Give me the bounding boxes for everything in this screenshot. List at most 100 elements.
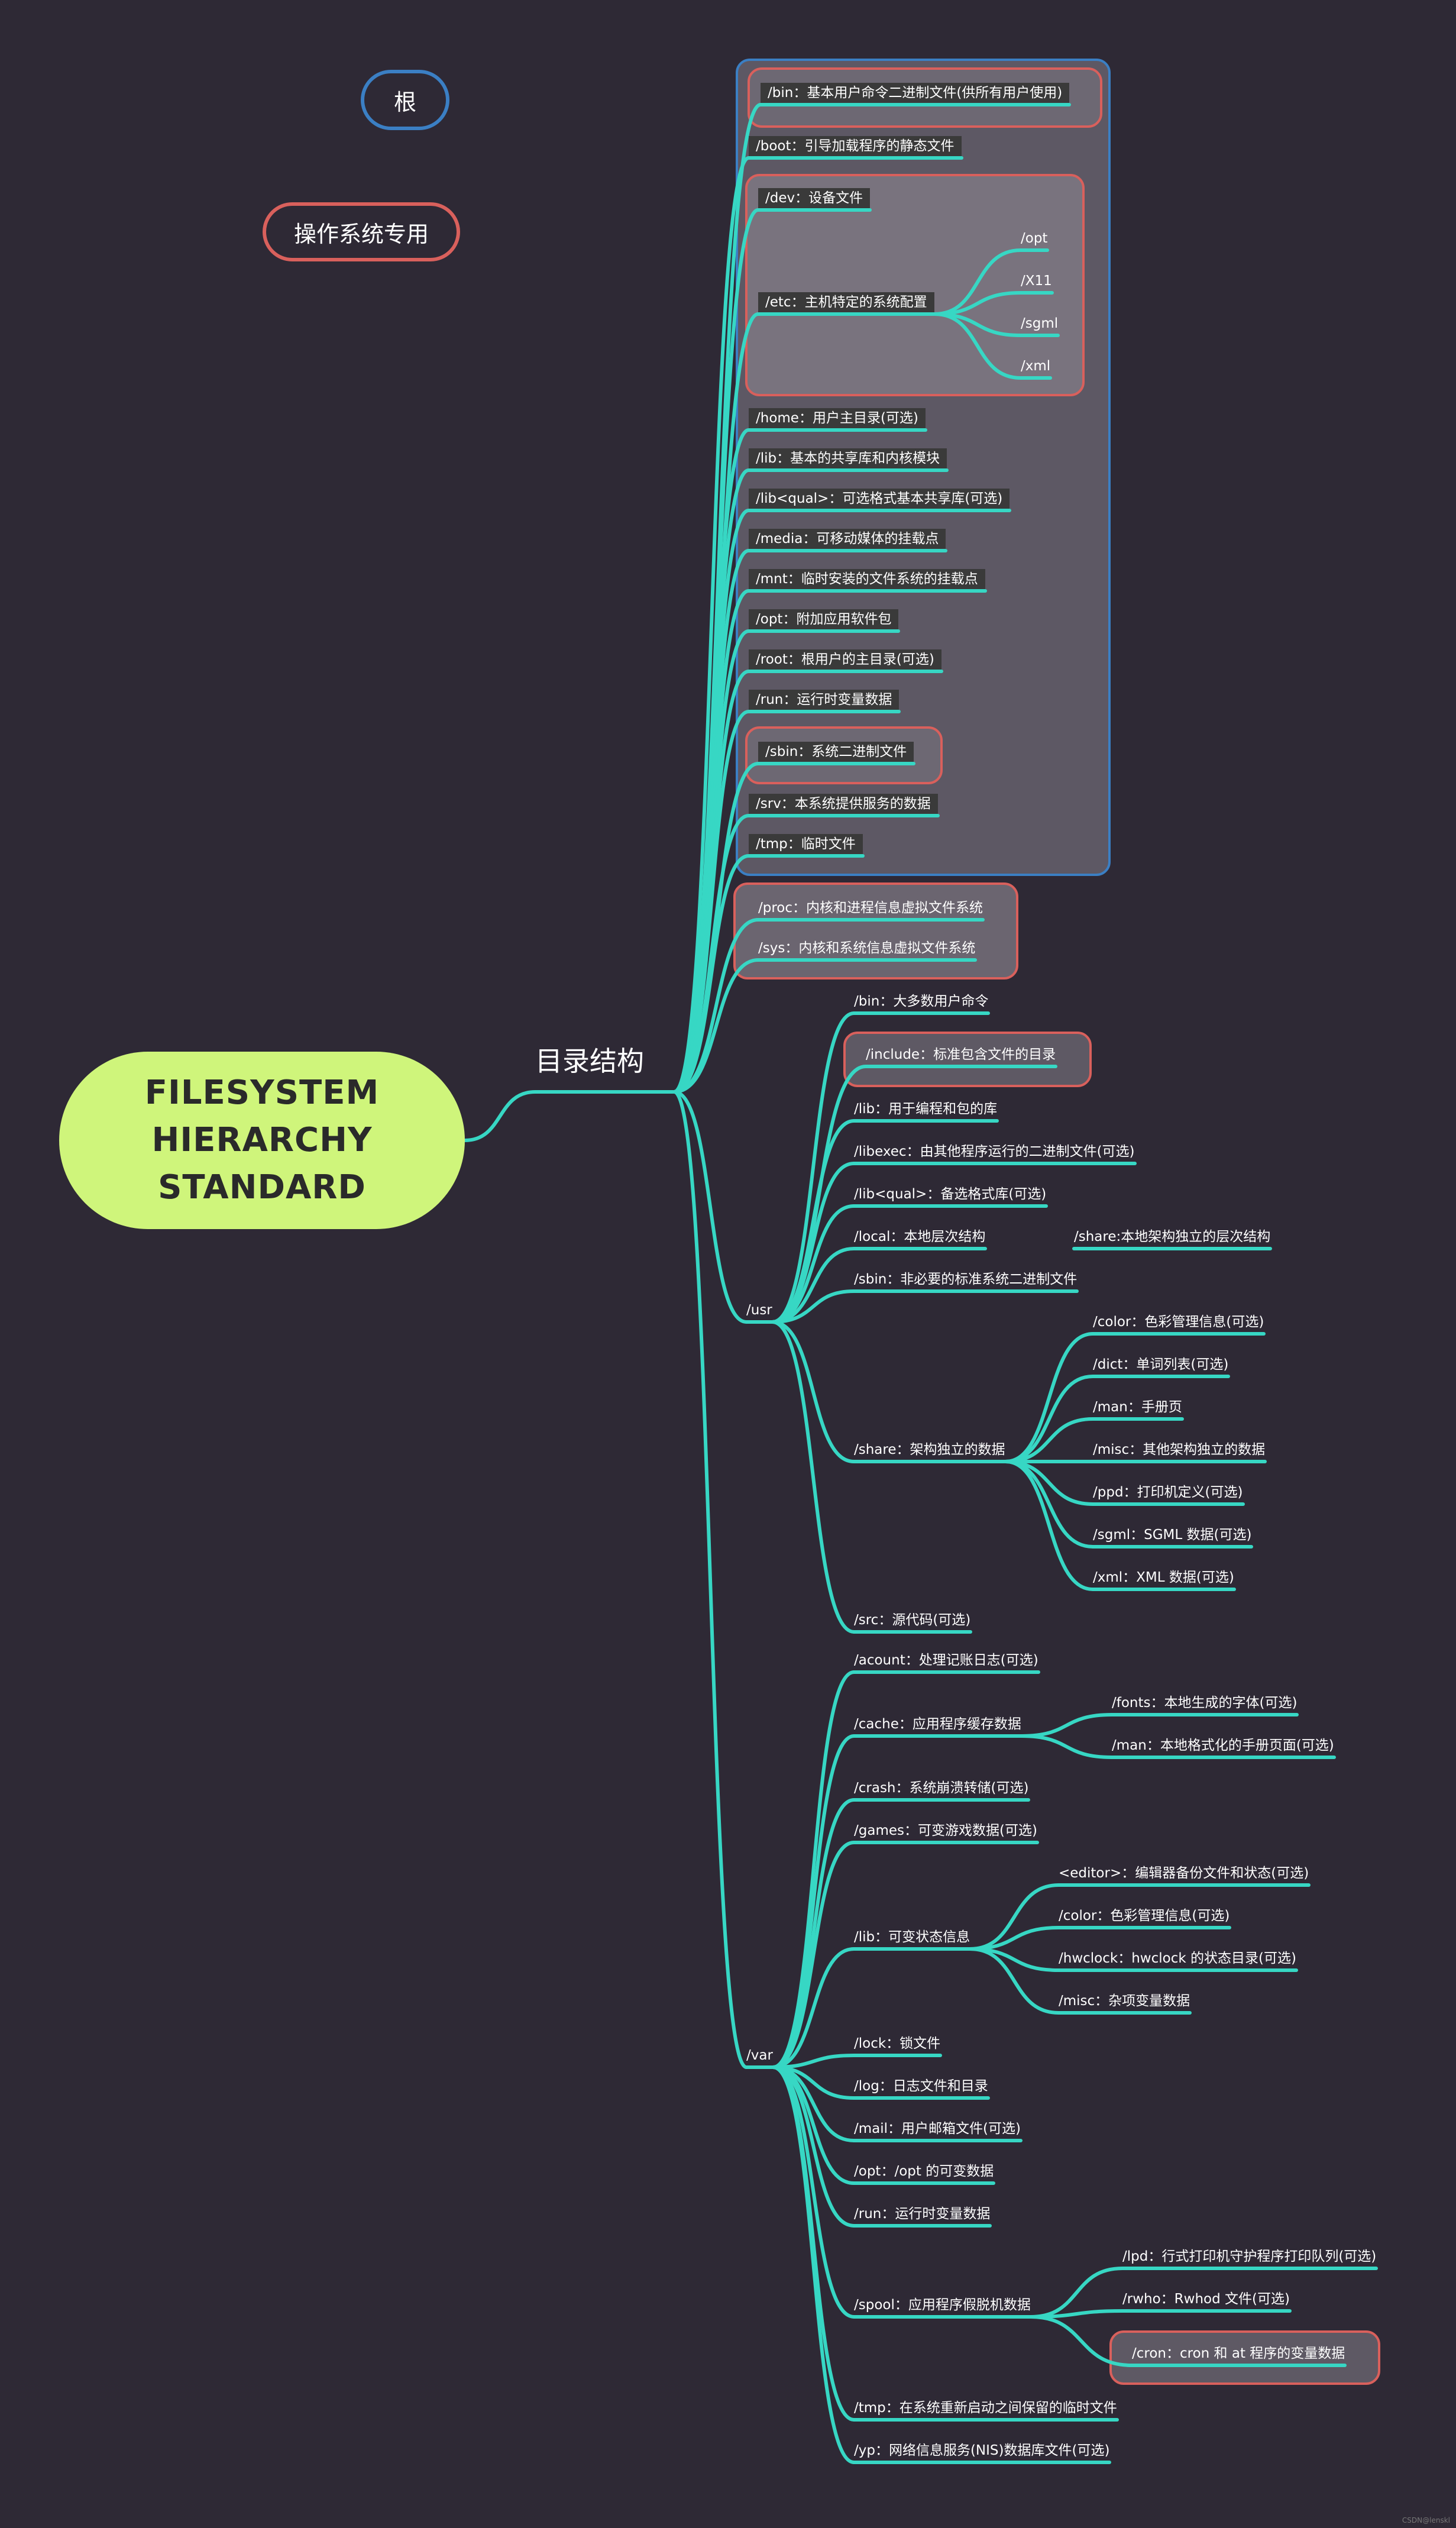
node-var-games[interactable]: /games：可变游戏数据(可选): [854, 1823, 1037, 1838]
central-line-3: STANDARD: [158, 1168, 366, 1207]
node-var-spool-rwho[interactable]: /rwho：Rwhod 文件(可选): [1122, 2291, 1290, 2307]
node-usr-bin[interactable]: /bin：大多数用户命令: [854, 994, 989, 1009]
connector-curve: [933, 312, 1023, 380]
node-usr-sbin[interactable]: /sbin：非必要的标准系统二进制文件: [854, 1272, 1078, 1287]
node-etc-x11[interactable]: /X11: [1021, 273, 1052, 289]
node-root[interactable]: /root：根用户的主目录(可选): [749, 649, 941, 670]
connector-curve: [1029, 2267, 1124, 2319]
node-var-cache[interactable]: /cache：应用程序缓存数据: [854, 1716, 1021, 1732]
node-var-yp[interactable]: /yp：网络信息服务(NIS)数据库文件(可选): [854, 2443, 1110, 2458]
node-mnt[interactable]: /mnt：临时安装的文件系统的挂载点: [749, 569, 985, 589]
node-usr-lib[interactable]: /lib：用于编程和包的库: [854, 1101, 998, 1117]
connector-curve: [1020, 1734, 1114, 1759]
node-boot[interactable]: /boot：引导加载程序的静态文件: [749, 136, 962, 156]
node-usr-libexec[interactable]: /libexec：由其他程序运行的二进制文件(可选): [854, 1144, 1135, 1159]
node-usr-share-man[interactable]: /man：手册页: [1093, 1399, 1182, 1415]
node-home[interactable]: /home：用户主目录(可选): [749, 408, 926, 428]
central-line-2: HIERARCHY: [151, 1121, 373, 1159]
node-var-cache-man[interactable]: /man：本地格式化的手册页面(可选): [1112, 1738, 1334, 1753]
node-dev[interactable]: /dev：设备文件: [758, 188, 871, 208]
node-var-crash[interactable]: /crash：系统崩溃转储(可选): [854, 1780, 1029, 1796]
connector-curve: [1004, 1332, 1095, 1463]
connector-curve: [968, 1947, 1060, 2015]
node-usr-libqual[interactable]: /lib<qual>：备选格式库(可选): [854, 1187, 1047, 1202]
node-opt[interactable]: /opt：附加应用软件包: [749, 609, 899, 629]
connector-curve: [771, 1947, 856, 2069]
connector-curve: [672, 1090, 748, 2069]
connector-curve: [672, 958, 760, 1094]
usr-include-highlight-box: [843, 1032, 1092, 1087]
connector-curve: [672, 854, 750, 1094]
node-var-spool[interactable]: /spool：应用程序假脱机数据: [854, 2297, 1031, 2313]
node-usr-share-sgml[interactable]: /sgml：SGML 数据(可选): [1093, 1527, 1252, 1543]
connector-curve: [672, 710, 750, 1094]
node-var-log[interactable]: /log：日志文件和目录: [854, 2078, 988, 2094]
connector-curve: [1004, 1460, 1095, 1506]
node-libqual[interactable]: /lib<qual>：可选格式基本共享库(可选): [749, 489, 1010, 509]
node-usr-share[interactable]: /share：架构独立的数据: [854, 1442, 1005, 1457]
node-var-spool-lpd[interactable]: /lpd：行式打印机守护程序打印队列(可选): [1122, 2249, 1377, 2264]
legend-os-label: 操作系统专用: [293, 221, 429, 247]
node-var-lib-misc[interactable]: /misc：杂项变量数据: [1059, 1993, 1190, 2009]
node-var-acount[interactable]: /acount：处理记账日志(可选): [854, 1653, 1038, 1668]
node-sbin[interactable]: /sbin：系统二进制文件: [758, 742, 914, 762]
connector-curve: [968, 1926, 1060, 1951]
connector-curve: [1029, 2315, 1134, 2367]
connector-curve: [1004, 1375, 1095, 1463]
os-group-box: [733, 882, 1018, 979]
connector-curve: [771, 1841, 856, 2069]
main-topic[interactable]: 目录结构: [535, 1045, 644, 1077]
legend-root: 根: [361, 70, 449, 130]
connector-curve: [968, 1883, 1060, 1951]
node-usr[interactable]: /usr: [746, 1302, 772, 1318]
node-etc-sgml[interactable]: /sgml: [1021, 316, 1059, 331]
node-var[interactable]: /var: [746, 2048, 773, 2063]
node-var-cache-fonts[interactable]: /fonts：本地生成的字体(可选): [1112, 1695, 1298, 1711]
node-bin[interactable]: /bin：基本用户命令二进制文件(供所有用户使用): [761, 83, 1070, 103]
node-srv[interactable]: /srv：本系统提供服务的数据: [749, 794, 938, 814]
connector-curve: [771, 1011, 856, 1324]
node-usr-share-xml[interactable]: /xml：XML 数据(可选): [1093, 1570, 1234, 1585]
node-usr-include[interactable]: /include：标准包含文件的目录: [866, 1047, 1056, 1062]
node-var-lib-hwclock[interactable]: /hwclock：hwclock 的状态目录(可选): [1059, 1951, 1296, 1966]
node-proc[interactable]: /proc：内核和进程信息虚拟文件系统: [758, 900, 983, 916]
node-etc-opt[interactable]: /opt: [1021, 231, 1048, 246]
connector-curve: [672, 156, 750, 1094]
connector-curve: [1020, 1713, 1114, 1738]
legend-os: 操作系统专用: [263, 202, 460, 261]
connector-curve: [1004, 1417, 1095, 1463]
node-var-lib-color[interactable]: /color：色彩管理信息(可选): [1059, 1908, 1230, 1924]
connector-curve: [771, 1798, 856, 2069]
node-var-spool-cron[interactable]: /cron：cron 和 at 程序的变量数据: [1132, 2346, 1345, 2361]
node-media[interactable]: /media：可移动媒体的挂载点: [749, 529, 946, 549]
connector-curve: [771, 1162, 856, 1324]
node-usr-share-ppd[interactable]: /ppd：打印机定义(可选): [1093, 1485, 1243, 1500]
connector-curve: [771, 2065, 856, 2464]
connector-curve: [771, 1204, 856, 1324]
connector-curve: [463, 1090, 537, 1142]
node-var-tmp[interactable]: /tmp：在系统重新启动之间保留的临时文件: [854, 2400, 1117, 2416]
node-usr-src[interactable]: /src：源代码(可选): [854, 1612, 971, 1628]
node-var-opt[interactable]: /opt：/opt 的可变数据: [854, 2164, 994, 2179]
node-usr-share-color[interactable]: /color：色彩管理信息(可选): [1093, 1314, 1264, 1330]
node-var-run[interactable]: /run：运行时变量数据: [854, 2206, 991, 2222]
connector-curve: [771, 1247, 856, 1324]
node-usr-local-share[interactable]: /share:本地架构独立的层次结构: [1074, 1229, 1271, 1244]
connector-curve: [771, 1289, 856, 1324]
connector-curve: [771, 2065, 856, 2228]
node-run[interactable]: /run：运行时变量数据: [749, 690, 900, 710]
node-etc[interactable]: /etc：主机特定的系统配置: [758, 292, 934, 312]
connector-curve: [1004, 1460, 1095, 1591]
node-var-lock[interactable]: /lock：锁文件: [854, 2036, 941, 2051]
central-topic[interactable]: FILESYSTEM HIERARCHY STANDARD: [59, 1052, 465, 1229]
node-usr-local[interactable]: /local：本地层次结构: [854, 1229, 986, 1244]
node-etc-xml[interactable]: /xml: [1021, 358, 1051, 374]
node-var-mail[interactable]: /mail：用户邮箱文件(可选): [854, 2121, 1021, 2136]
node-usr-share-dict[interactable]: /dict：单词列表(可选): [1093, 1357, 1229, 1372]
node-lib[interactable]: /lib：基本的共享库和内核模块: [749, 448, 947, 468]
node-sys[interactable]: /sys：内核和系统信息虚拟文件系统: [758, 940, 976, 956]
node-var-lib-editor[interactable]: <editor>：编辑器备份文件和状态(可选): [1059, 1866, 1309, 1881]
node-var-lib[interactable]: /lib：可变状态信息: [854, 1929, 970, 1945]
node-tmp[interactable]: /tmp：临时文件: [749, 834, 863, 854]
node-usr-share-misc[interactable]: /misc：其他架构独立的数据: [1093, 1442, 1266, 1457]
